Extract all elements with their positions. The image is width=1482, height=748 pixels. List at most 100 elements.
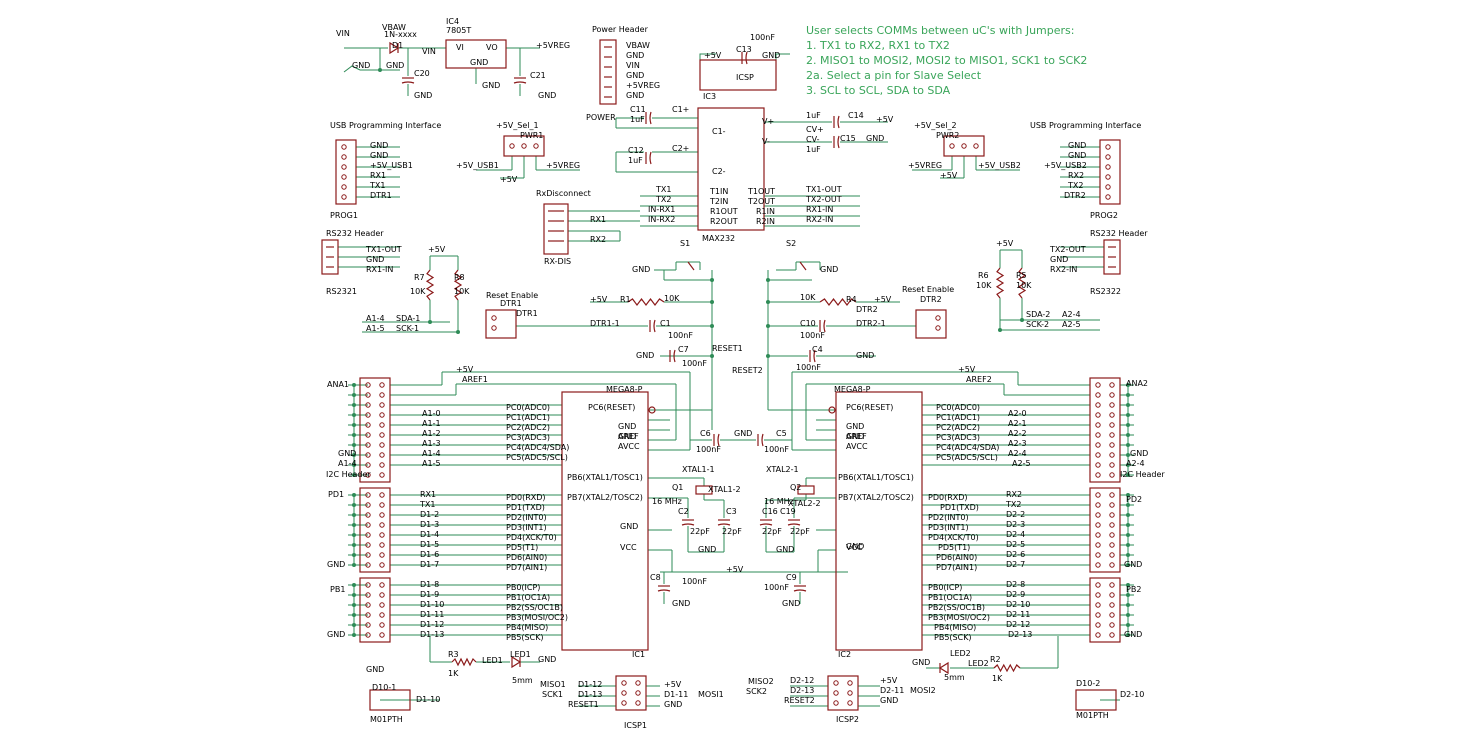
- junction-dot: [352, 493, 356, 497]
- net-label: PC6(RESET): [588, 403, 635, 412]
- pin-header: [599, 39, 617, 105]
- net-label: +5VREG: [908, 161, 942, 170]
- net-label: A2-4: [1126, 459, 1145, 468]
- junction-dot: [352, 603, 356, 607]
- header-pin: [365, 502, 371, 508]
- net-label: C2+: [672, 144, 689, 153]
- net-label: D1-11: [420, 610, 444, 619]
- net-label: Power Header: [592, 25, 649, 34]
- pin-header: [1103, 239, 1121, 275]
- wire-path: [343, 65, 361, 73]
- header-pin: [365, 582, 371, 588]
- net-label: PB4(MISO): [934, 623, 976, 632]
- header-pin: [635, 680, 641, 686]
- net-label: C13: [736, 45, 752, 54]
- net-label: I2C Header: [1120, 470, 1165, 479]
- net-label: GND: [846, 542, 864, 551]
- net-label: C19: [780, 507, 796, 516]
- junction-dot: [352, 453, 356, 457]
- junction-dot: [1020, 318, 1024, 322]
- net-label: 100nF: [668, 331, 693, 340]
- net-label: A1-0: [422, 409, 441, 418]
- header-pin: [1095, 532, 1101, 538]
- net-label: PD4(XCK/T0): [506, 533, 557, 542]
- led: [938, 661, 949, 675]
- net-label: SCK-1: [396, 324, 419, 333]
- net-label: D2-11: [880, 686, 904, 695]
- net-label: MAX232: [702, 234, 735, 243]
- junction-dot: [1126, 513, 1130, 517]
- net-label: RX2: [590, 235, 606, 244]
- net-label: PB3(MOSI/OC2): [506, 613, 568, 622]
- net-label: PB6(XTAL1/TOSC1): [838, 473, 914, 482]
- header-pin: [833, 690, 839, 696]
- net-label: DTR1-1: [590, 319, 620, 328]
- net-label: D1-7: [420, 560, 439, 569]
- net-label: RX1: [590, 215, 606, 224]
- header-pin: [365, 422, 371, 428]
- net-label: IC2: [838, 650, 851, 659]
- net-label: GND: [626, 91, 644, 100]
- net-label: +5V_Sel_2: [914, 121, 957, 130]
- header-pin: [1109, 602, 1115, 608]
- net-label: A1-4: [338, 459, 357, 468]
- net-label: R6: [978, 271, 989, 280]
- net-label: PD6(AIN0): [936, 553, 977, 562]
- header-pin: [1095, 522, 1101, 528]
- net-label: MISO1: [540, 680, 566, 689]
- capacitor-plate: [673, 349, 676, 363]
- net-label: GND: [846, 432, 864, 441]
- header-pin: [379, 612, 385, 618]
- junction-dot: [1126, 433, 1130, 437]
- header-pin: [365, 432, 371, 438]
- net-label: GND: [1124, 630, 1142, 639]
- header-pin: [1095, 462, 1101, 468]
- header-pin: [635, 690, 641, 696]
- net-label: +5V: [704, 51, 722, 60]
- resistor: [627, 298, 665, 306]
- header-pin: [1109, 632, 1115, 638]
- header-pin: [1109, 532, 1115, 538]
- net-label: RX1-IN: [806, 205, 833, 214]
- net-label: GND: [338, 449, 356, 458]
- net-label: SDA-1: [396, 314, 420, 323]
- net-label: VIN: [336, 29, 350, 38]
- pin-header: [615, 675, 647, 711]
- net-label: +5V: [940, 171, 958, 180]
- net-label: D10-2: [1076, 679, 1100, 688]
- header-pin: [379, 472, 385, 478]
- net-label: D10-1: [372, 683, 396, 692]
- net-label: C14: [848, 111, 864, 120]
- net-label: PB5(SCK): [506, 633, 544, 642]
- pin-header: [359, 487, 391, 573]
- header-pin: [1105, 194, 1111, 200]
- net-label: MEGA8-P: [834, 385, 871, 394]
- header-pin: [847, 680, 853, 686]
- header-pin: [379, 422, 385, 428]
- header-pin: [1095, 622, 1101, 628]
- header-pin: [621, 690, 627, 696]
- net-label: RESET2: [732, 366, 763, 375]
- capacitor-plate: [837, 135, 840, 149]
- net-label: A1-4: [366, 314, 385, 323]
- net-label: D2-9: [1006, 590, 1025, 599]
- net-label: 1N-xxxx: [384, 30, 417, 39]
- net-label: VBAW: [382, 23, 406, 32]
- net-label: A1-1: [422, 419, 441, 428]
- net-label: D1-9: [420, 590, 439, 599]
- net-label: PC1(ADC1): [936, 413, 980, 422]
- capacitor-plate: [813, 349, 816, 363]
- net-label: IN-RX1: [648, 205, 675, 214]
- net-label: Reset Enable: [486, 291, 538, 300]
- junction-dot: [352, 393, 356, 397]
- net-label: C16: [762, 507, 778, 516]
- note-line: 1. TX1 to RX2, RX1 to TX2: [806, 39, 950, 52]
- net-label: C21: [530, 71, 546, 80]
- header-pin: [341, 154, 347, 160]
- net-label: +5V: [880, 676, 898, 685]
- max232-chip: [697, 107, 765, 231]
- junction-dot: [352, 463, 356, 467]
- header-pin: [1109, 552, 1115, 558]
- net-label: GND: [366, 665, 384, 674]
- header-pin: [1095, 472, 1101, 478]
